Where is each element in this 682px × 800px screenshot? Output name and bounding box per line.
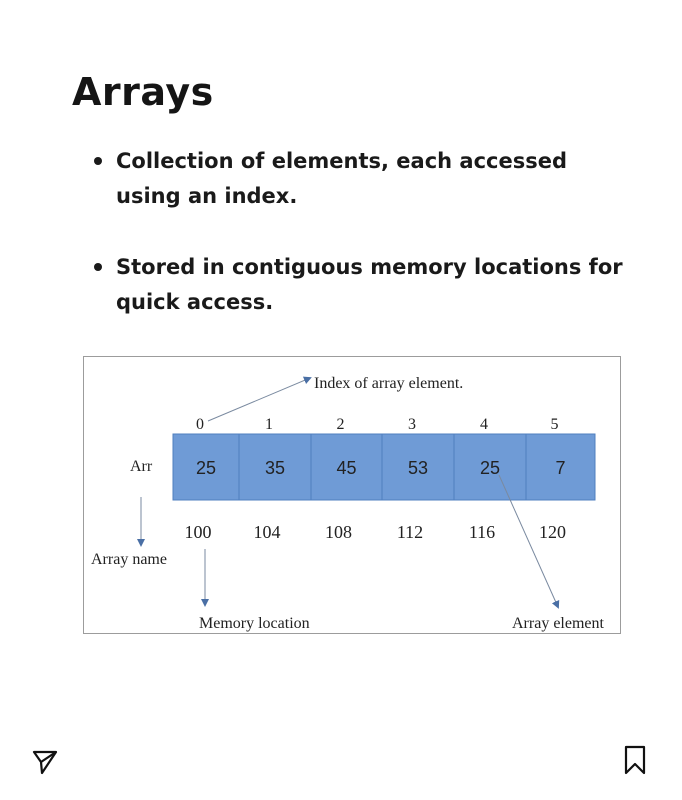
array-index: 5: [551, 416, 559, 433]
page-title: Arrays: [72, 70, 214, 114]
array-value: 53: [408, 458, 428, 478]
array-cell: [453, 433, 527, 501]
array-cell: [525, 433, 596, 501]
bullet-item: Stored in contiguous memory locations fo…: [90, 250, 630, 320]
memory-address: 100: [185, 522, 212, 542]
array-value: 35: [265, 458, 285, 478]
element-caption: Array element: [512, 615, 605, 632]
bullet-text: Collection of elements, each accessed us…: [116, 149, 568, 208]
send-icon[interactable]: [32, 749, 58, 775]
memory-address: 108: [325, 522, 352, 542]
memory-address: 104: [254, 522, 281, 542]
array-diagram: 25 0 100 35 1 104 45 2 108 53 3 112 25 4 116 7 5 120 Inde…: [83, 356, 621, 634]
bullet-dot: [94, 263, 102, 271]
array-index: 1: [265, 416, 273, 433]
array-label: Arr: [130, 458, 153, 475]
array-value: 25: [196, 458, 216, 478]
bullet-item: Collection of elements, each accessed us…: [90, 144, 630, 214]
memory-address: 112: [397, 522, 423, 542]
array-cell: [310, 433, 383, 501]
bookmark-icon[interactable]: [622, 745, 648, 775]
memory-caption: Memory location: [199, 615, 310, 632]
element-arrow: [498, 474, 560, 609]
array-cell: [172, 433, 240, 501]
array-value: 45: [336, 458, 356, 478]
array-diagram-svg: 25 0 100 35 1 104 45 2 108 53 3 112 25 4 116 7 5 120 Inde…: [91, 375, 605, 632]
array-index: 2: [337, 416, 345, 433]
memory-address: 116: [469, 522, 495, 542]
array-value: 7: [555, 458, 565, 478]
array-name-caption: Array name: [91, 551, 167, 568]
bullet-dot: [94, 157, 102, 165]
array-index: 3: [408, 416, 416, 433]
array-cell: [238, 433, 312, 501]
array-index: 4: [480, 416, 488, 433]
index-caption: Index of array element.: [314, 375, 463, 392]
bullet-text: Stored in contiguous memory locations fo…: [116, 255, 623, 314]
array-value: 25: [480, 458, 500, 478]
memory-address: 120: [539, 522, 566, 542]
array-cell: [381, 433, 455, 501]
bullet-list: Collection of elements, each accessed us…: [90, 144, 630, 356]
array-index: 0: [196, 416, 204, 433]
array-cells: 25 0 100 35 1 104 45 2 108 53 3 112 25 4 116 7 5 120: [172, 416, 596, 542]
index-arrow: [207, 376, 312, 422]
